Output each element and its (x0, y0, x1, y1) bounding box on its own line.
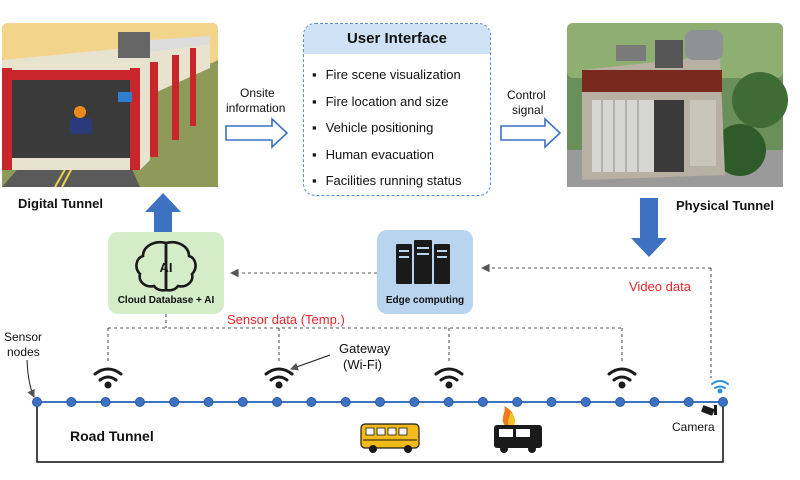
onsite-info-arrow (225, 117, 289, 149)
sensor-node (409, 397, 420, 407)
digital-tunnel-label: Digital Tunnel (18, 196, 103, 211)
sensor-node (100, 397, 111, 407)
physical-tunnel-label: Physical Tunnel (676, 198, 775, 213)
sensor-node (272, 397, 283, 407)
sensor-node (580, 397, 591, 407)
video-data-label: Video data (629, 279, 691, 294)
sensor-nodes-label-line1: Sensor (4, 330, 43, 344)
camera-icon (701, 405, 717, 416)
wifi-icon (607, 367, 637, 389)
ui-item-fire-location: Fire location and size (312, 89, 461, 116)
sensor-node (477, 397, 488, 407)
gateway-label-line1: Gateway (339, 341, 391, 356)
brain-icon (135, 240, 197, 292)
user-interface-panel: User Interface Fire scene visualization … (303, 23, 491, 196)
ai-badge: AI (160, 260, 173, 275)
sensor-node (203, 397, 214, 407)
ui-item-facilities-status: Facilities running status (312, 168, 462, 195)
sensor-node (340, 397, 351, 407)
camera-label: Camera (672, 420, 715, 434)
user-interface-list: Fire scene visualization Fire location a… (312, 62, 462, 195)
sensor-node (169, 397, 180, 407)
bus-icon (360, 423, 420, 453)
onsite-info-label-line2: information (226, 101, 286, 115)
sensor-node (443, 397, 454, 407)
sensor-node (718, 397, 728, 407)
cloud-to-digital-arrow (145, 193, 181, 235)
road-tunnel-label: Road Tunnel (70, 428, 154, 444)
digital-tunnel-image (2, 23, 218, 188)
sensor-node (134, 397, 145, 407)
sensor-node (66, 397, 77, 407)
sensor-node (546, 397, 557, 407)
wifi-icon (93, 367, 123, 389)
wifi-icon (264, 367, 294, 389)
sensor-node (375, 397, 385, 407)
sensor-node (306, 397, 317, 407)
gateway-label-line2: (Wi-Fi) (343, 357, 382, 372)
physical-tunnel-image (567, 23, 788, 187)
sensor-data-label: Sensor data (Temp.) (227, 312, 345, 327)
sensor-node (649, 397, 660, 407)
cloud-label: Cloud Database + AI (117, 295, 215, 306)
burning-vehicle-icon (494, 406, 542, 453)
edge-label: Edge computing (385, 295, 465, 306)
sensor-node (237, 397, 248, 407)
onsite-info-label-line1: Onsite (240, 86, 275, 100)
ui-item-fire-scene: Fire scene visualization (312, 62, 461, 89)
sensor-node (683, 397, 694, 407)
camera-wifi-icon (711, 380, 729, 394)
sensor-node (615, 397, 626, 407)
sensor-node (512, 397, 523, 407)
ui-item-human-evacuation: Human evacuation (312, 142, 461, 169)
physical-to-edge-arrow (631, 198, 667, 257)
gateway-pointer (290, 354, 331, 371)
control-signal-label-line2: signal (512, 103, 544, 117)
sensor-nodes (32, 397, 728, 407)
sensor-nodes-pointer (26, 359, 35, 398)
server-icon (396, 240, 450, 284)
user-interface-title: User Interface (304, 24, 490, 54)
sensor-node (32, 397, 42, 407)
sensor-nodes-label-line2: nodes (7, 345, 40, 359)
video-data-lines (229, 263, 712, 378)
sensor-data-lines (107, 314, 623, 362)
control-signal-label-line1: Control (507, 88, 546, 102)
ui-item-vehicle-positioning: Vehicle positioning (312, 115, 461, 142)
wifi-icon (434, 367, 464, 389)
control-signal-arrow (500, 117, 562, 149)
